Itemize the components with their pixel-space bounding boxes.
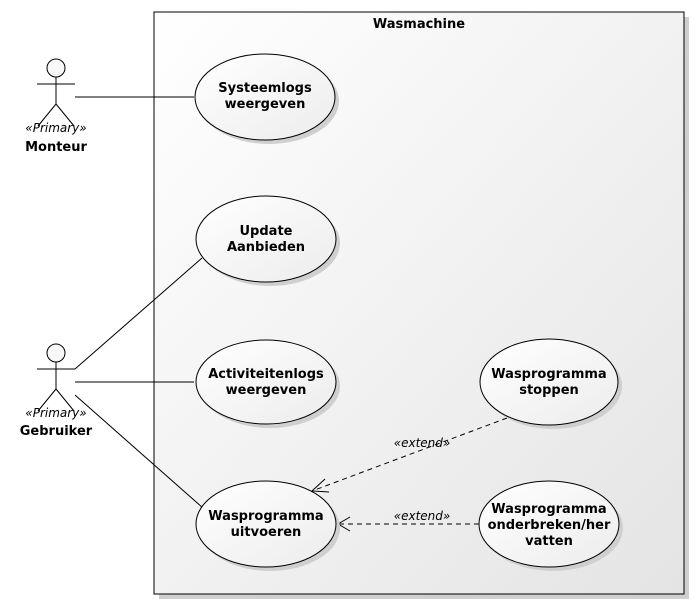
usecase-label-line1: Wasprogramma (208, 509, 323, 524)
usecase-label-line2: uitvoeren (231, 525, 302, 540)
stick-figure-icon (37, 343, 75, 412)
usecase-activiteitenlogs-weergeven: Activiteitenlogs weergeven (195, 339, 340, 428)
actor-name: Monteur (25, 140, 87, 155)
usecase-label-line2: weergeven (225, 97, 306, 112)
extend-label-onderbreken: «extend» (394, 509, 451, 523)
usecase-wasprogramma-stoppen: Wasprogramma stoppen (479, 338, 622, 429)
usecase-systeemlogs-weergeven: Systeemlogs weergeven (194, 53, 339, 144)
extend-line-stoppen (311, 417, 508, 492)
usecase-label-line2: Aanbieden (227, 240, 305, 255)
system-title: Wasmachine (373, 17, 465, 32)
usecase-label-line1: Systeemlogs (218, 81, 312, 96)
stick-figure-icon (37, 58, 75, 127)
actor-stereotype: «Primary» (25, 121, 86, 135)
extend-label-stoppen: «extend» (394, 436, 451, 450)
usecase-label-line2: weergeven (226, 383, 307, 398)
extend-arrowhead-stoppen (310, 478, 330, 493)
assoc-gebruiker-update (74, 257, 203, 370)
usecase-wasprogramma-onderbreken-hervatten: Wasprogramma onderbreken/her vatten (478, 480, 623, 571)
usecase-label-line1: Wasprogramma (491, 367, 606, 382)
usecase-update-aanbieden: Update Aanbieden (195, 195, 340, 286)
actor-monteur: «Primary» Monteur (25, 58, 87, 155)
usecase-label-line2: stoppen (519, 383, 579, 398)
assoc-gebruiker-wasprogramma-uitvoeren (74, 394, 204, 509)
usecase-label-line1: Activiteitenlogs (208, 367, 324, 382)
actor-stereotype: «Primary» (25, 406, 86, 420)
usecase-label-line1: Update (240, 224, 293, 239)
actor-name: Gebruiker (20, 424, 93, 439)
actor-gebruiker: «Primary» Gebruiker (20, 343, 93, 439)
usecase-label-line3: vatten (525, 534, 573, 549)
usecase-wasprogramma-uitvoeren: Wasprogramma uitvoeren (195, 480, 340, 571)
usecase-label-line1: Wasprogramma (491, 502, 606, 517)
usecase-label-line2: onderbreken/her (488, 518, 611, 533)
associations (74, 96, 204, 509)
